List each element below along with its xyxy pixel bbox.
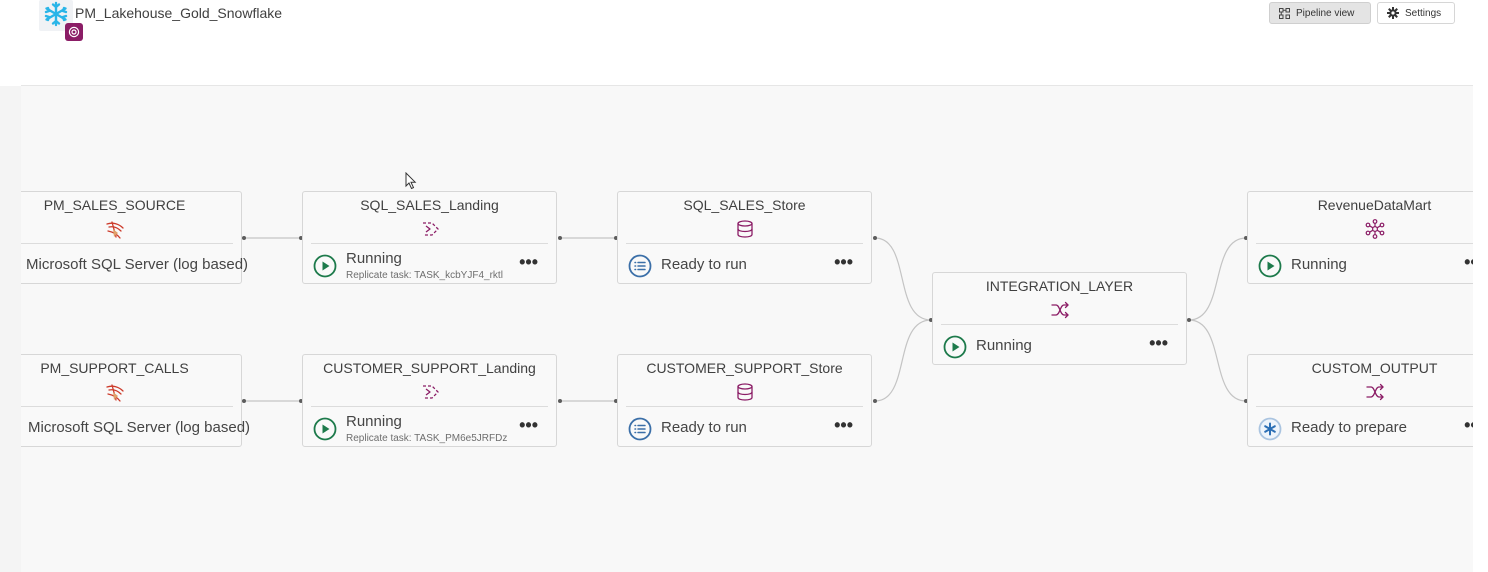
node-source-type: Microsoft SQL Server (log based)	[28, 419, 251, 436]
shuffle-icon	[1364, 381, 1386, 403]
node-status: Ready to prepare	[1291, 419, 1407, 436]
node-title: CUSTOMER_SUPPORT_Store	[646, 360, 843, 376]
mouse-pointer-icon	[405, 172, 417, 190]
settings-label: Settings	[1405, 7, 1442, 19]
pipeline-view-label: Pipeline view	[1296, 7, 1355, 19]
project-badge	[65, 23, 83, 41]
database-icon	[734, 218, 756, 240]
node-more-menu-button[interactable]: •••	[519, 252, 538, 272]
pipeline-connections	[242, 236, 1248, 403]
play-circle-icon	[943, 335, 967, 359]
node-divider	[626, 243, 863, 244]
node-divider	[626, 406, 863, 407]
node-title: CUSTOM_OUTPUT	[1311, 360, 1438, 376]
node-divider	[1256, 406, 1473, 407]
gear-icon	[1387, 7, 1399, 19]
settings-button[interactable]: Settings	[1377, 2, 1455, 24]
node-more-menu-button[interactable]: •••	[834, 252, 853, 272]
node-divider	[941, 324, 1178, 325]
play-circle-icon	[1258, 254, 1282, 278]
node-title: RevenueDataMart	[1317, 197, 1432, 213]
node-sql-sales-store[interactable]: SQL_SALES_Store	[617, 191, 872, 284]
node-more-menu-button[interactable]: •••	[1464, 252, 1473, 272]
node-title: SQL_SALES_Landing	[360, 197, 499, 213]
node-revenue-data-mart[interactable]: RevenueDataMart	[1247, 191, 1473, 284]
node-divider	[21, 406, 233, 407]
node-status: Running	[976, 337, 1032, 354]
header-divider	[21, 85, 1473, 86]
landing-task-icon	[419, 218, 441, 240]
pipeline-view-button[interactable]: Pipeline view	[1269, 2, 1371, 24]
node-status: Running	[346, 250, 402, 267]
node-customer-support-store[interactable]: CUSTOMER_SUPPORT_Store	[617, 354, 872, 447]
node-pm-sales-source[interactable]: PM_SALES_SOURCE Microsoft SQL Server (lo…	[21, 191, 248, 284]
node-more-menu-button[interactable]: •••	[834, 415, 853, 435]
data-mart-icon	[1364, 218, 1386, 240]
play-circle-icon	[313, 254, 337, 278]
node-source-type: Microsoft SQL Server (log based)	[26, 256, 249, 273]
left-edge-strip	[0, 0, 21, 572]
sql-server-icon	[104, 381, 126, 403]
node-title: PM_SALES_SOURCE	[43, 197, 186, 213]
node-customer-support-landing[interactable]: CUSTOMER_SUPPORT_Landing Running Replica…	[302, 354, 557, 447]
node-more-menu-button[interactable]: •••	[1149, 333, 1168, 353]
node-title: PM_SUPPORT_CALLS	[40, 360, 189, 376]
node-divider	[311, 243, 548, 244]
node-status: Running	[346, 413, 402, 430]
node-status: Ready to run	[661, 256, 747, 273]
sql-server-icon	[104, 218, 126, 240]
node-title: INTEGRATION_LAYER	[985, 278, 1134, 294]
list-circle-icon	[628, 417, 652, 441]
project-badge-icon	[68, 26, 80, 38]
node-sql-sales-landing[interactable]: SQL_SALES_Landing Running Replicate task…	[302, 191, 557, 284]
snowflake-icon	[44, 1, 68, 27]
pipeline-view-icon	[1279, 7, 1290, 19]
node-title: CUSTOMER_SUPPORT_Landing	[323, 360, 536, 376]
play-circle-icon	[313, 417, 337, 441]
node-divider	[21, 243, 233, 244]
database-icon	[734, 381, 756, 403]
node-more-menu-button[interactable]: •••	[519, 415, 538, 435]
node-title: SQL_SALES_Store	[683, 197, 806, 213]
node-more-menu-button[interactable]: •••	[1464, 415, 1473, 435]
node-integration-layer[interactable]: INTEGRATION_LAYER Running •••	[932, 272, 1187, 365]
app-title: PM_Lakehouse_Gold_Snowflake	[75, 5, 283, 21]
node-pm-support-calls[interactable]: PM_SUPPORT_CALLS Microsoft SQL Server (l…	[21, 354, 250, 447]
node-status: Ready to run	[661, 419, 747, 436]
asterisk-circle-icon	[1258, 417, 1282, 441]
list-circle-icon	[628, 254, 652, 278]
pipeline-canvas[interactable]: PM_SALES_SOURCE Microsoft SQL Server (lo…	[21, 86, 1473, 572]
landing-task-icon	[419, 381, 441, 403]
node-custom-output[interactable]: CUSTOM_OUTPUT Ready t	[1247, 354, 1473, 447]
node-task-detail: Replicate task: TASK_kcbYJF4_rktl	[346, 270, 503, 281]
node-status: Running	[1291, 256, 1347, 273]
node-divider	[1256, 243, 1473, 244]
app-header: PM_Lakehouse_Gold_Snowflake Pipeline vie…	[0, 0, 1488, 86]
node-task-detail: Replicate task: TASK_PM6e5JRFDz	[346, 433, 508, 444]
node-divider	[311, 406, 548, 407]
shuffle-icon	[1049, 299, 1071, 321]
